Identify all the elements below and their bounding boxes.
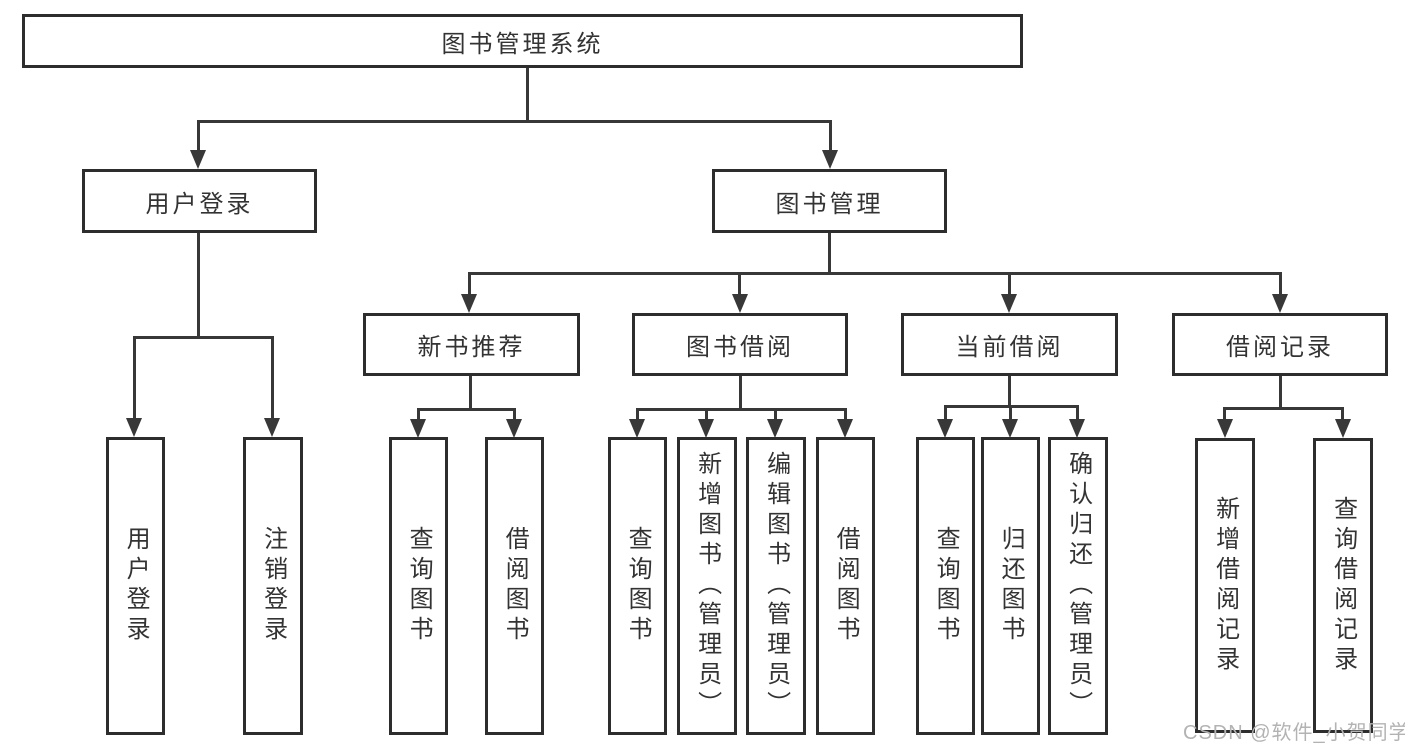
leaf-label: 查询借阅记录 <box>1329 495 1357 676</box>
arrow-down-icon <box>767 419 783 438</box>
leaf-edit-book-admin: 编辑图书（管理员） <box>746 437 806 735</box>
arrow-down-icon <box>1272 294 1288 313</box>
leaf-label: 新增借阅记录 <box>1211 495 1239 676</box>
leaf-query-books-borrow: 查询图书 <box>608 437 667 735</box>
arrow-down-icon <box>1217 419 1233 438</box>
leaf-label: 确认归还（管理员） <box>1064 451 1092 721</box>
arrow-down-icon <box>190 150 206 169</box>
connector-leaf-drop <box>1341 407 1344 420</box>
leaf-logout: 注销登录 <box>243 437 303 735</box>
arrow-down-icon <box>1335 419 1351 438</box>
arrow-down-icon <box>937 419 953 438</box>
connector-leaf-drop <box>417 408 420 420</box>
connector-records-stem <box>1279 376 1282 407</box>
connector-user-login-drop <box>197 120 200 151</box>
node-book-management: 图书管理 <box>712 169 947 233</box>
arrow-down-icon <box>264 418 280 437</box>
connector-book-mgmt-drop <box>829 120 832 151</box>
leaf-add-borrow-record: 新增借阅记录 <box>1195 438 1255 733</box>
connector-book-mgmt-stem <box>828 233 831 272</box>
node-label: 图书管理系统 <box>441 30 604 58</box>
leaf-label: 新增图书（管理员） <box>693 451 721 721</box>
connector-leaf-drop <box>513 408 516 420</box>
connector-leaf-drop <box>1076 405 1079 420</box>
leaf-label: 查询图书 <box>405 526 433 646</box>
node-label: 借阅记录 <box>1226 334 1334 361</box>
leaf-borrow-books-recommend: 借阅图书 <box>485 437 544 735</box>
connector-records-rail <box>1224 407 1344 410</box>
connector-root-rail <box>197 120 832 123</box>
arrow-down-icon <box>410 419 426 438</box>
connector-section-drop <box>1008 272 1011 295</box>
connector-user-login-stem <box>197 233 200 336</box>
leaf-label: 编辑图书（管理员） <box>762 451 790 721</box>
watermark: CSDN @软件_小贺同学 <box>1183 722 1405 744</box>
arrow-down-icon <box>1002 419 1018 438</box>
leaf-label: 查询图书 <box>624 526 652 646</box>
leaf-query-books-current: 查询图书 <box>916 437 975 735</box>
connector-leaf-drop <box>636 408 639 420</box>
leaf-add-book-admin: 新增图书（管理员） <box>677 437 737 735</box>
connector-leaf-drop <box>705 408 708 420</box>
node-label: 图书借阅 <box>686 334 794 361</box>
leaf-label: 借阅图书 <box>501 526 529 646</box>
connector-borrow-stem <box>739 376 742 408</box>
leaf-query-borrow-record: 查询借阅记录 <box>1313 438 1373 733</box>
arrow-down-icon <box>126 418 142 437</box>
arrow-down-icon <box>698 419 714 438</box>
arrow-down-icon <box>506 419 522 438</box>
node-label: 当前借阅 <box>955 334 1064 361</box>
leaf-borrow-books: 借阅图书 <box>816 437 875 735</box>
connector-section-drop <box>738 272 741 295</box>
arrow-down-icon <box>629 419 645 438</box>
connector-root-stem <box>526 68 529 120</box>
connector-recommend-rail <box>417 408 516 411</box>
arrow-down-icon <box>461 294 477 313</box>
node-current-borrow: 当前借阅 <box>901 313 1118 376</box>
connector-user-login-rail <box>133 336 274 339</box>
arrow-down-icon <box>822 150 838 169</box>
leaf-user-login: 用户登录 <box>106 437 165 735</box>
connector-leaf-drop <box>1223 407 1226 420</box>
arrow-down-icon <box>837 419 853 438</box>
leaf-label: 注销登录 <box>259 526 287 646</box>
leaf-label: 用户登录 <box>122 526 150 646</box>
connector-leaf-drop <box>1009 405 1012 420</box>
leaf-label: 归还图书 <box>997 526 1025 646</box>
node-book-borrow: 图书借阅 <box>632 313 848 376</box>
arrow-down-icon <box>1069 419 1085 438</box>
node-label: 用户登录 <box>145 190 254 218</box>
node-user-login: 用户登录 <box>82 169 317 233</box>
connector-section-drop <box>468 272 471 295</box>
connector-leaf-drop <box>271 336 274 419</box>
leaf-query-books-recommend: 查询图书 <box>389 437 448 735</box>
connector-current-stem <box>1008 376 1011 405</box>
connector-leaf-drop <box>844 408 847 420</box>
connector-recommend-stem <box>469 376 472 408</box>
leaf-label: 借阅图书 <box>832 526 860 646</box>
node-library-management-system: 图书管理系统 <box>22 14 1023 68</box>
node-label: 新书推荐 <box>417 334 526 361</box>
leaf-confirm-return-admin: 确认归还（管理员） <box>1048 437 1108 735</box>
leaf-return-books: 归还图书 <box>981 437 1040 735</box>
leaf-label: 查询图书 <box>932 526 960 646</box>
connector-leaf-drop <box>774 408 777 420</box>
arrow-down-icon <box>1001 294 1017 313</box>
connector-section-drop <box>1279 272 1282 295</box>
connector-leaf-drop <box>133 336 136 419</box>
node-borrow-records: 借阅记录 <box>1172 313 1388 376</box>
connector-book-mgmt-rail <box>468 272 1282 275</box>
connector-borrow-rail <box>636 408 847 411</box>
connector-leaf-drop <box>944 405 947 420</box>
node-label: 图书管理 <box>775 190 884 218</box>
node-new-book-recommend: 新书推荐 <box>363 313 580 376</box>
arrow-down-icon <box>732 294 748 313</box>
